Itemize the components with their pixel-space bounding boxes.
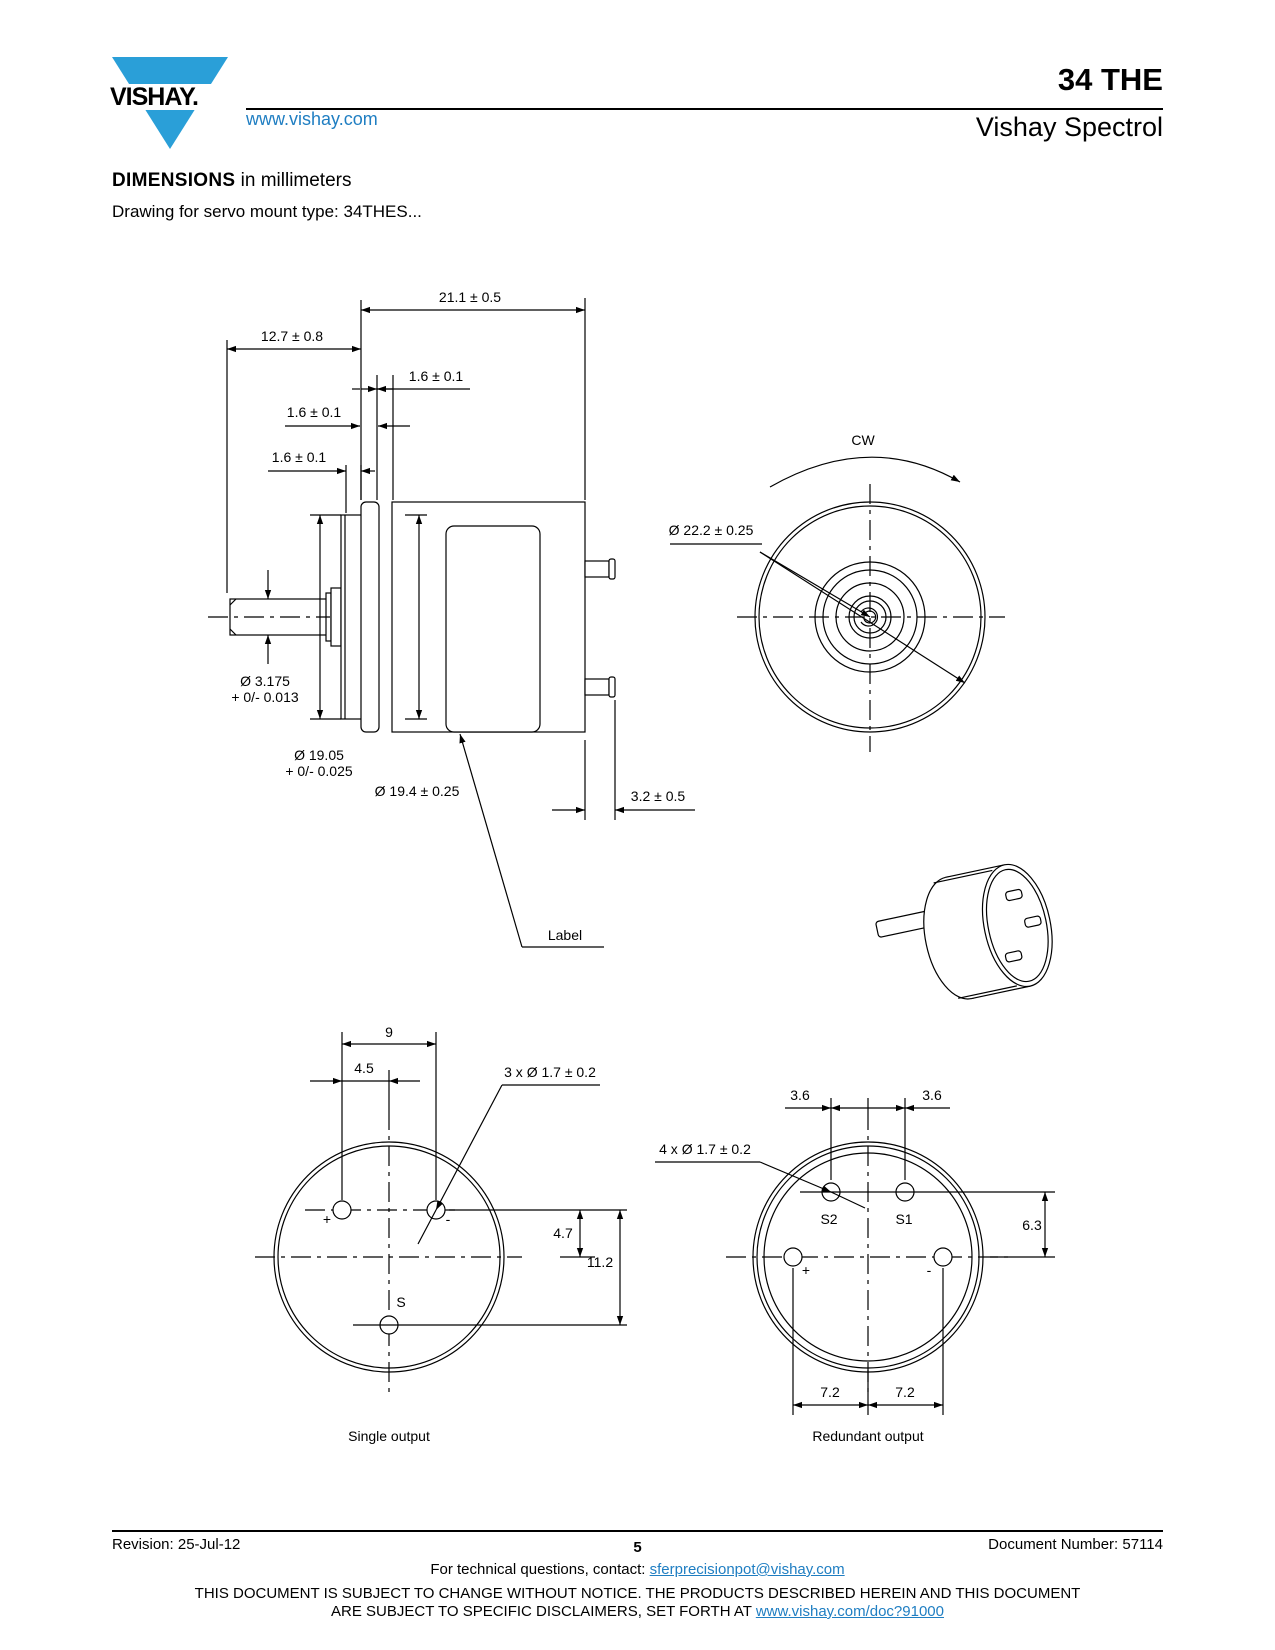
red-dim-3-6-left: 3.6 <box>790 1087 810 1103</box>
dim-1-6-a: 1.6 ± 0.1 <box>409 368 464 384</box>
disclaimer-line2: ARE SUBJECT TO SPECIFIC DISCLAIMERS, SET… <box>0 1603 1275 1621</box>
dim-21-1: 21.1 ± 0.5 <box>439 289 501 305</box>
red-plus: + <box>802 1262 810 1278</box>
red-holes: 4 x Ø 1.7 ± 0.2 <box>659 1141 751 1157</box>
page-subtitle: Vishay Spectrol <box>975 112 1163 142</box>
cw-label: CW <box>851 432 875 448</box>
terminal-length: 3.2 ± 0.5 <box>631 788 686 804</box>
side-view <box>208 298 695 948</box>
red-dim-6-3: 6.3 <box>1022 1217 1042 1233</box>
red-dim-7-2-right: 7.2 <box>895 1384 915 1400</box>
disclaimer-line2-text: ARE SUBJECT TO SPECIFIC DISCLAIMERS, SET… <box>331 1603 756 1620</box>
single-dim-4-7: 4.7 <box>553 1225 573 1241</box>
header-rule <box>246 108 1163 110</box>
single-holes: 3 x Ø 1.7 ± 0.2 <box>504 1064 596 1080</box>
section-heading: DIMENSIONS in millimeters <box>112 170 351 192</box>
page-title: 34 THE <box>1057 62 1163 97</box>
dim-1-6-c: 1.6 ± 0.1 <box>272 449 327 465</box>
dimension-drawing: 21.1 ± 0.5 12.7 ± 0.8 1.6 ± 0.1 1.6 ± 0.… <box>208 289 1055 1444</box>
contact-text: For technical questions, contact: <box>430 1561 650 1578</box>
single-output-caption: Single output <box>348 1428 430 1444</box>
single-s: S <box>396 1294 405 1310</box>
pilot-dia-line1: Ø 19.05 <box>294 747 344 763</box>
disclaimer: THIS DOCUMENT IS SUBJECT TO CHANGE WITHO… <box>0 1585 1275 1621</box>
section-subheading: Drawing for servo mount type: 34THES... <box>112 202 422 221</box>
website-link[interactable]: www.vishay.com <box>246 109 378 129</box>
red-s1: S1 <box>895 1211 912 1227</box>
iso-view <box>875 863 1053 1000</box>
footer-rule <box>112 1530 1163 1532</box>
disclaimer-link[interactable]: www.vishay.com/doc?91000 <box>755 1603 944 1620</box>
single-dim-9: 9 <box>385 1024 393 1040</box>
section-heading-rest: in millimeters <box>235 170 352 191</box>
dim-12-7: 12.7 ± 0.8 <box>261 328 323 344</box>
single-dim-11-2: 11.2 <box>587 1254 613 1270</box>
document-number: Document Number: 57114 <box>988 1536 1163 1553</box>
vishay-logo-text: VISHAY. <box>110 83 198 111</box>
disclaimer-line1: THIS DOCUMENT IS SUBJECT TO CHANGE WITHO… <box>194 1585 1081 1602</box>
page-number: 5 <box>633 1539 642 1556</box>
pilot-dia-line2: + 0/- 0.025 <box>285 763 353 779</box>
section-heading-bold: DIMENSIONS <box>112 170 236 191</box>
shaft-dia-line1: Ø 3.175 <box>240 673 290 689</box>
body-dia: Ø 19.4 ± 0.25 <box>375 783 460 799</box>
red-minus: - <box>927 1262 932 1278</box>
single-dim-4-5: 4.5 <box>354 1060 374 1076</box>
single-minus: - <box>446 1211 451 1227</box>
contact-email-link[interactable]: sferprecisionpot@vishay.com <box>649 1561 845 1578</box>
outer-dia: Ø 22.2 ± 0.25 <box>669 522 754 538</box>
single-plus: + <box>323 1211 331 1227</box>
redundant-output-caption: Redundant output <box>812 1428 923 1444</box>
dim-1-6-b: 1.6 ± 0.1 <box>287 404 342 420</box>
red-dim-3-6-right: 3.6 <box>922 1087 942 1103</box>
vishay-logo: VISHAY. <box>108 57 232 149</box>
shaft-dia-line2: + 0/- 0.013 <box>231 689 299 705</box>
single-output-view <box>255 1032 627 1395</box>
front-view <box>670 456 1005 752</box>
redundant-output-view <box>655 1098 1055 1415</box>
revision: Revision: 25-Jul-12 <box>112 1536 241 1553</box>
red-dim-7-2-left: 7.2 <box>820 1384 840 1400</box>
contact-line: For technical questions, contact: sferpr… <box>0 1561 1275 1578</box>
label-callout: Label <box>548 927 582 943</box>
red-s2: S2 <box>820 1211 837 1227</box>
